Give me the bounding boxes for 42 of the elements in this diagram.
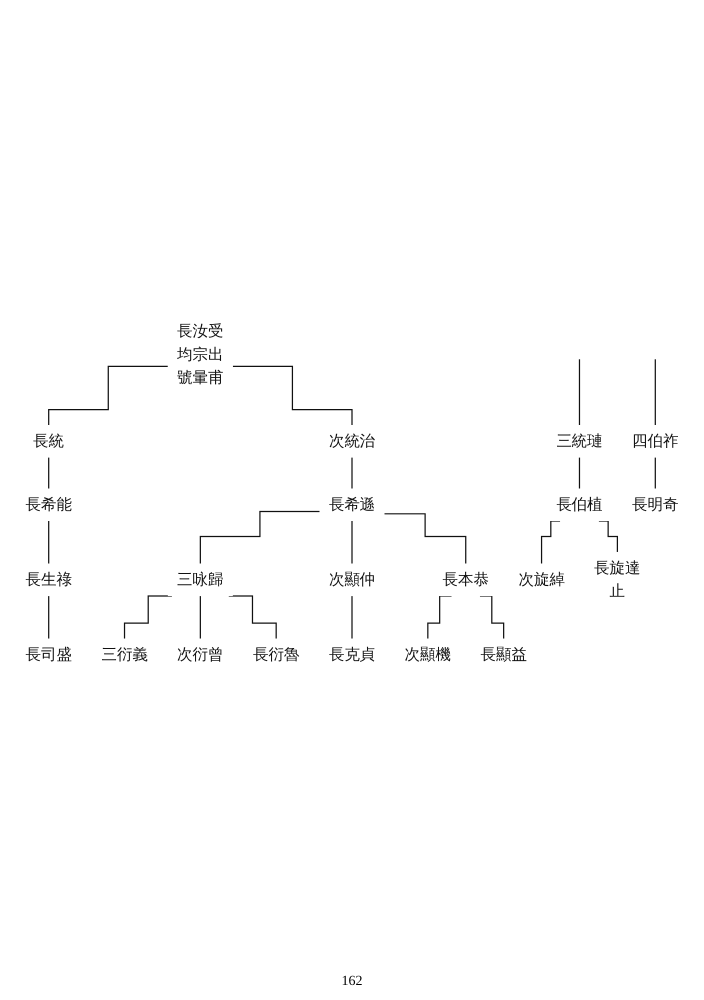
connector	[351, 456, 353, 489]
connector	[48, 456, 50, 489]
connector	[48, 520, 50, 564]
node-text: 長明奇	[632, 496, 679, 514]
connector	[578, 358, 580, 426]
connector	[540, 520, 560, 564]
connector	[228, 595, 277, 640]
connector	[200, 510, 320, 564]
node-text: 三咏歸	[177, 571, 224, 588]
connector	[427, 595, 452, 640]
node-text: 三衍義	[101, 646, 148, 664]
node-text: 長顯益	[480, 646, 527, 664]
node-text: 四伯祚	[632, 432, 679, 450]
connector	[48, 366, 168, 426]
node-text: 次衍曾	[177, 646, 224, 664]
node-text: 長司盛	[25, 646, 72, 664]
node-text: 次顯仲	[328, 571, 376, 588]
connector	[578, 456, 580, 489]
node-text: 長衍魯	[252, 646, 300, 664]
connector	[480, 595, 504, 640]
connector	[654, 456, 656, 489]
connector	[48, 595, 50, 640]
node-text: 長希遜	[328, 496, 376, 514]
page-number: 162	[342, 974, 362, 989]
node-text: 次顯機	[404, 646, 452, 664]
connector	[200, 595, 201, 640]
connector	[351, 520, 353, 564]
node-text: 長統	[33, 432, 64, 450]
connector	[384, 513, 466, 564]
node-text: 長希能	[25, 496, 72, 514]
node-text: 次旋綽	[518, 571, 565, 588]
connector	[232, 366, 353, 426]
node-text: 長汝受 均宗出 號暈甫	[177, 322, 224, 386]
connector	[654, 358, 656, 426]
node-text: 長生祿	[25, 571, 72, 588]
node-text: 長旋達 止	[594, 560, 641, 600]
connector	[124, 595, 172, 640]
node-text: 長克貞	[328, 646, 376, 664]
connector	[351, 595, 353, 640]
node-text: 三統璉	[556, 432, 603, 450]
node-text: 次統治	[328, 432, 376, 450]
connector	[598, 520, 618, 552]
